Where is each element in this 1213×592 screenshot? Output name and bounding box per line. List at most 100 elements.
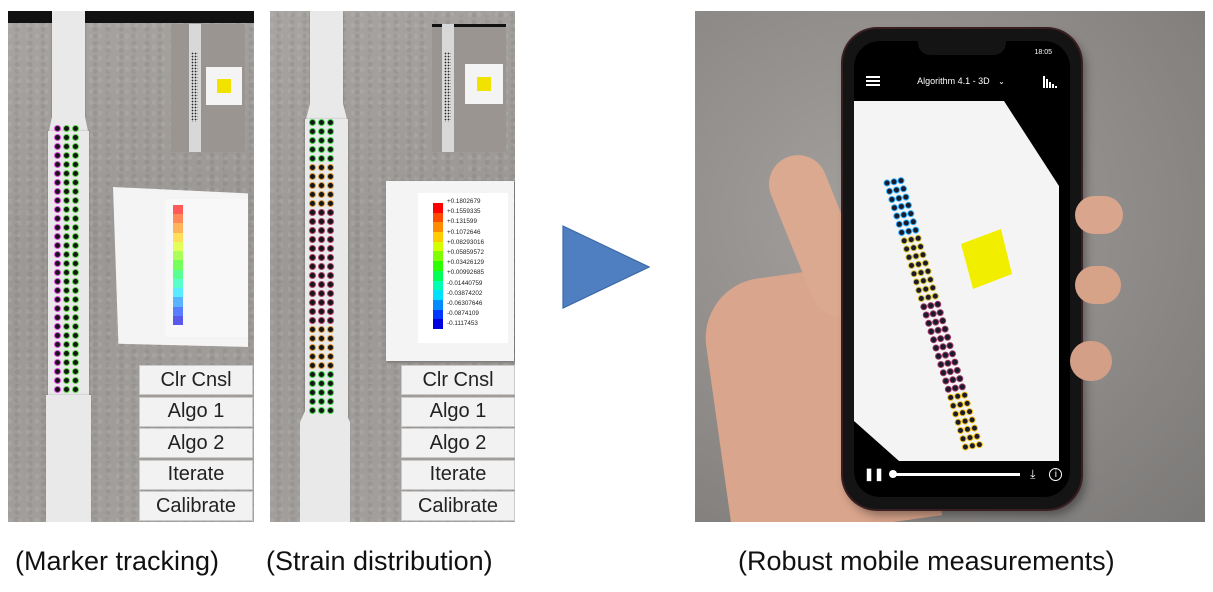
- phone-marker-dot: [907, 236, 915, 244]
- phone-marker-dot: [905, 253, 913, 261]
- marker-dot: [309, 362, 316, 369]
- progress-slider[interactable]: [889, 469, 1021, 478]
- marker-dot: [72, 197, 79, 204]
- marker-dot: [54, 377, 61, 384]
- playback-bar: ❚❚ ⤓ i: [854, 459, 1070, 489]
- phone-marker-dot: [951, 358, 959, 366]
- calibrate-button[interactable]: Calibrate: [401, 491, 515, 521]
- marker-dot: [309, 326, 316, 333]
- phone-marker-dot: [912, 278, 920, 286]
- clear-console-button[interactable]: Clr Cnsl: [139, 365, 253, 395]
- mobile-photo: 18:05 Algorithm 4.1 - 3D ⌄: [695, 11, 1205, 522]
- marker-dot: [318, 209, 325, 216]
- download-icon[interactable]: ⤓: [1030, 466, 1036, 481]
- algo-2-button[interactable]: Algo 2: [401, 428, 515, 458]
- colorbar-segment: [433, 290, 443, 300]
- calibrate-button[interactable]: Calibrate: [139, 491, 253, 521]
- histogram-icon[interactable]: [1042, 74, 1058, 88]
- phone-marker-dot: [966, 408, 974, 416]
- marker-dot: [318, 227, 325, 234]
- marker-dot: [327, 182, 334, 189]
- marker-dot-grid: [54, 125, 79, 393]
- marker-dot: [318, 344, 325, 351]
- slider-handle[interactable]: [889, 469, 898, 478]
- inset-card: [465, 64, 503, 104]
- phone-marker-dot: [968, 416, 976, 424]
- marker-dot: [327, 407, 334, 414]
- colorbar-legend: [433, 203, 443, 329]
- marker-dot: [72, 386, 79, 393]
- marker-dot: [63, 197, 70, 204]
- marker-dot: [63, 296, 70, 303]
- phone-marker-dot: [900, 237, 908, 245]
- colorbar-segment: [433, 203, 443, 213]
- marker-dot: [54, 161, 61, 168]
- marker-dot: [72, 332, 79, 339]
- marker-dot: [54, 224, 61, 231]
- marker-dot: [72, 233, 79, 240]
- status-time: 18:05: [1034, 49, 1052, 56]
- marker-dot: [54, 170, 61, 177]
- phone-marker-dot: [937, 361, 945, 368]
- phone-marker-dot: [932, 344, 940, 352]
- phone-marker-dot: [893, 212, 901, 220]
- iterate-button[interactable]: Iterate: [401, 459, 515, 490]
- marker-dot: [327, 263, 334, 270]
- phone-marker-dot: [966, 434, 974, 442]
- marker-dot: [63, 278, 70, 285]
- phone-marker-dot: [975, 441, 983, 449]
- algo-1-button[interactable]: Algo 1: [401, 396, 515, 427]
- phone-marker-dot: [956, 401, 964, 409]
- phone-marker-dot: [934, 326, 942, 334]
- algo-1-button[interactable]: Algo 1: [139, 396, 253, 427]
- marker-dot: [63, 125, 70, 132]
- colorbar-label: +0.1802679: [447, 198, 481, 205]
- phone-marker-dot: [890, 204, 898, 212]
- algorithm-selector[interactable]: Algorithm 4.1 - 3D ⌄: [880, 76, 1042, 86]
- marker-dot: [318, 182, 325, 189]
- marker-dot: [54, 296, 61, 303]
- phone-marker-dot: [908, 262, 915, 269]
- phone-marker-dot: [919, 277, 927, 285]
- marker-dot: [72, 161, 79, 168]
- info-icon[interactable]: i: [1049, 467, 1063, 481]
- marker-dot: [72, 287, 79, 294]
- marker-dot: [54, 269, 61, 276]
- marker-dot: [72, 305, 79, 312]
- yellow-target: [961, 229, 1012, 289]
- marker-dot: [327, 299, 334, 306]
- phone-marker-dot: [926, 276, 934, 284]
- caption-mobile-measurements: (Robust mobile measurements): [738, 546, 1115, 576]
- marker-dot: [72, 152, 79, 159]
- algo-2-button[interactable]: Algo 2: [139, 428, 253, 458]
- pause-icon[interactable]: ❚❚: [864, 467, 885, 481]
- marker-dot: [327, 209, 334, 216]
- clear-console-button[interactable]: Clr Cnsl: [401, 365, 515, 395]
- phone-marker-dot: [956, 375, 964, 383]
- phone-marker-dot: [929, 284, 937, 292]
- marker-dot: [309, 164, 316, 171]
- marker-dot: [318, 281, 325, 288]
- 3d-viewport[interactable]: [854, 101, 1070, 461]
- marker-dot: [327, 362, 334, 369]
- marker-dot: [309, 209, 316, 216]
- phone-marker-dot: [924, 293, 932, 301]
- phone-marker-dot: [971, 424, 978, 432]
- marker-dot: [327, 380, 334, 387]
- iterate-button[interactable]: Iterate: [139, 459, 253, 490]
- marker-dot: [63, 260, 70, 267]
- camera-inset: [432, 24, 506, 152]
- marker-dot: [72, 125, 79, 132]
- marker-dot: [318, 299, 325, 306]
- colorbar-label: +0.1072646: [447, 228, 481, 236]
- phone-marker-dot: [944, 359, 952, 367]
- marker-dot: [318, 362, 325, 369]
- marker-dot: [72, 188, 79, 195]
- phone-marker-dot: [935, 352, 942, 360]
- phone-marker-dot: [942, 351, 949, 359]
- hamburger-menu-icon[interactable]: [866, 74, 880, 88]
- app-header: Algorithm 4.1 - 3D ⌄: [854, 63, 1070, 99]
- marker-dot: [309, 398, 316, 405]
- phone-marker-dot: [951, 384, 959, 392]
- marker-dot: [54, 359, 61, 366]
